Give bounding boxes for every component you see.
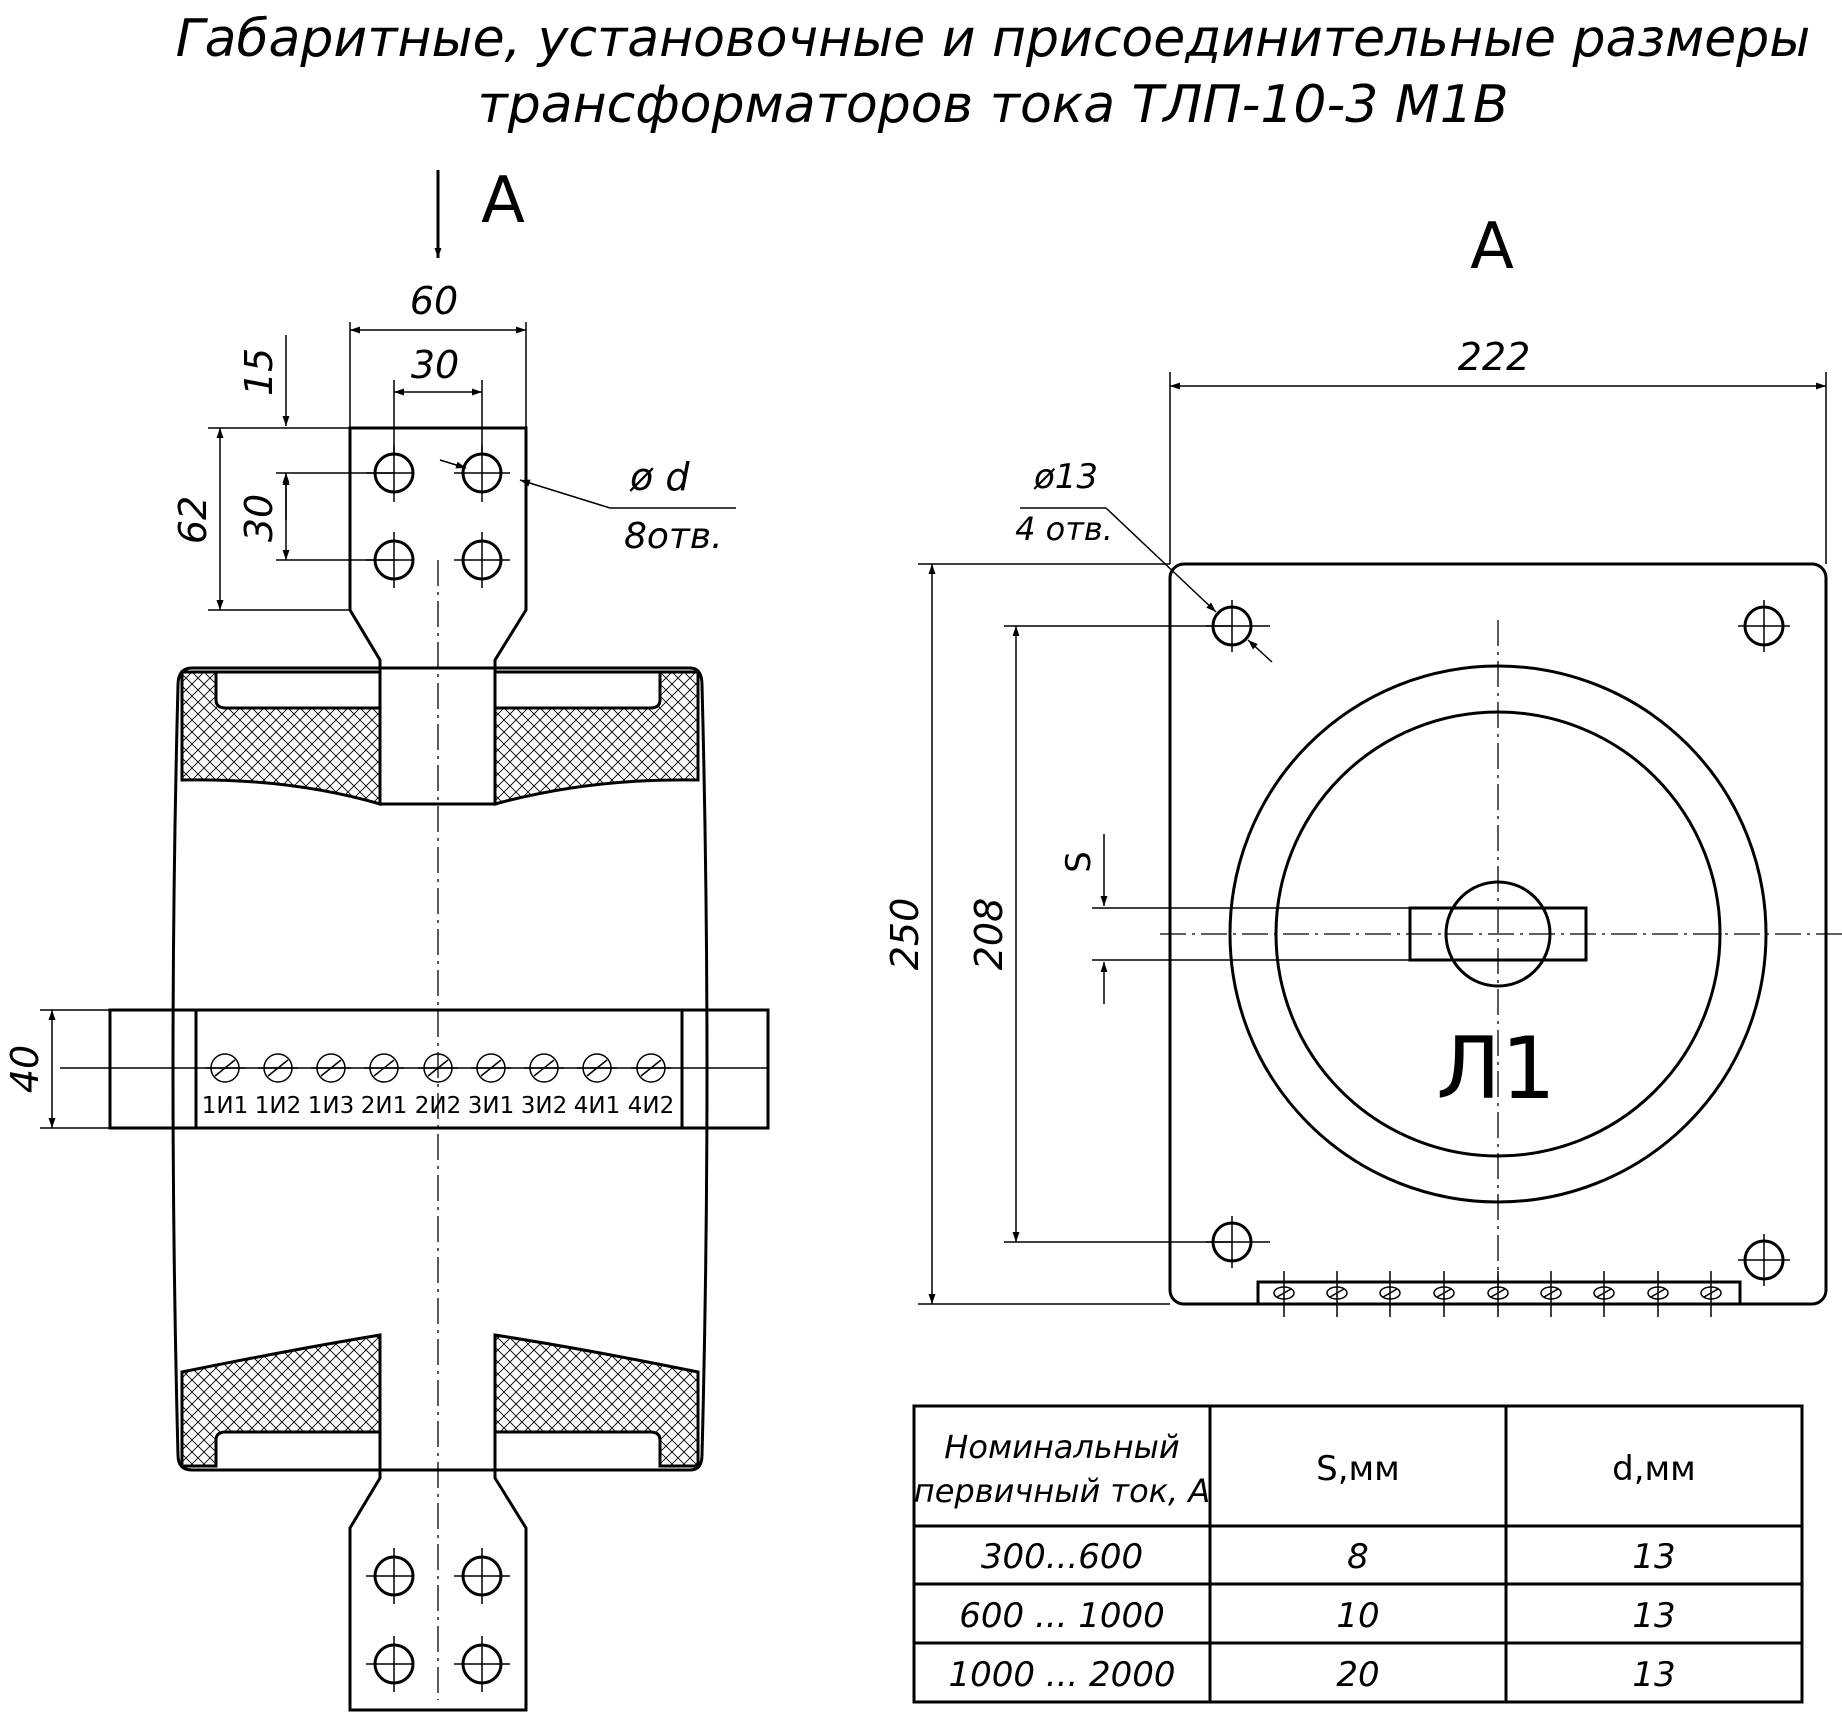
mount-hole-count: 4 отв.	[1015, 510, 1113, 548]
table-cell-s: 10	[1336, 1596, 1379, 1636]
side-view: А	[3, 164, 770, 1712]
title-line-1: Габаритные, установочные и присоединител…	[176, 9, 1811, 69]
terminal-label: 1И1	[202, 1093, 248, 1119]
view-a: А	[883, 210, 1842, 1317]
terminal-label: 4И1	[574, 1093, 620, 1119]
mount-hole-diameter: ø13	[1033, 457, 1098, 497]
terminal-label: 1И3	[308, 1093, 354, 1119]
secondary-terminal-strip	[1256, 1280, 1742, 1306]
terminal-block	[108, 1008, 770, 1130]
hole-callout-leader	[519, 479, 611, 509]
title-line-2: трансформаторов тока ТЛП-10-3 М1В	[477, 75, 1508, 135]
mount-hole-leader	[1105, 507, 1217, 613]
table-cell-current: 300...600	[981, 1537, 1143, 1577]
table-cell-d: 13	[1632, 1596, 1675, 1636]
dim-s: S	[1059, 851, 1099, 873]
dim-250: 250	[883, 898, 927, 971]
insulation-hatch-top-left	[180, 670, 382, 806]
terminal-label: 1И2	[255, 1093, 301, 1119]
hole-count-label: 8отв.	[624, 516, 723, 557]
dim-15: 15	[237, 348, 281, 396]
table-header-current-1: Номинальный	[944, 1428, 1179, 1466]
transformer-body	[171, 666, 709, 1472]
dim-60: 60	[410, 279, 458, 323]
dim-222: 222	[1458, 335, 1531, 379]
terminal-label: 2И1	[361, 1093, 407, 1119]
table-cell-current: 600 ... 1000	[959, 1596, 1164, 1636]
polarity-marking: Л1	[1436, 1019, 1555, 1119]
dim-208: 208	[967, 898, 1011, 971]
dim-62: 62	[171, 496, 215, 544]
table-cell-d: 13	[1632, 1537, 1675, 1577]
terminal-label: 3И2	[521, 1093, 567, 1119]
dim-30-vertical: 30	[237, 494, 281, 542]
table-header-current-2: первичный ток, А	[914, 1472, 1210, 1510]
dim-40: 40	[3, 1045, 47, 1093]
terminal-label: 4И2	[628, 1093, 674, 1119]
view-a-label: А	[1470, 210, 1514, 284]
view-arrow-label: А	[481, 164, 525, 238]
terminal-label: 3И1	[468, 1093, 514, 1119]
hole-diameter-label: ø d	[629, 455, 690, 499]
top-terminal	[348, 426, 528, 806]
rating-table: Номинальный первичный ток, А S,мм d,мм 3…	[912, 1404, 1804, 1704]
insulation-hatch-bottom-left	[180, 1333, 382, 1468]
table-cell-current: 1000 ... 2000	[948, 1655, 1175, 1695]
bottom-terminal	[348, 1335, 528, 1712]
insulation-hatch-top-right	[493, 670, 700, 806]
table-cell-s: 20	[1336, 1655, 1379, 1695]
table-header-s: S,мм	[1316, 1449, 1400, 1489]
table-cell-d: 13	[1632, 1655, 1675, 1695]
table-header-d: d,мм	[1612, 1449, 1696, 1489]
table-cell-s: 8	[1347, 1537, 1369, 1577]
dim-30-horizontal: 30	[411, 343, 459, 387]
insulation-hatch-bottom-right	[493, 1333, 700, 1468]
strip-terminals	[1273, 1271, 1722, 1317]
